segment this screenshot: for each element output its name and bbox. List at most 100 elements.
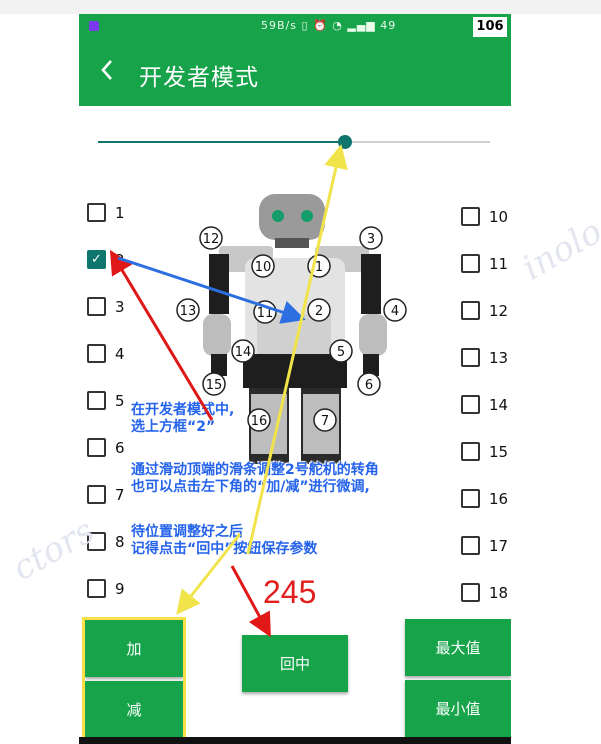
servo-checkbox-label: 8 bbox=[115, 532, 125, 551]
servo-bubble-label: 11 bbox=[257, 306, 274, 321]
servo-bubble-label: 4 bbox=[391, 304, 399, 319]
app-bar: 开发者模式 bbox=[79, 40, 511, 106]
max-value-button[interactable]: 最大值 bbox=[405, 619, 511, 676]
page-title: 开发者模式 bbox=[139, 65, 259, 91]
checkbox-box bbox=[87, 485, 106, 504]
servo-bubble-label: 10 bbox=[255, 260, 272, 275]
checkbox-box bbox=[461, 583, 480, 602]
servo-checkbox-10[interactable]: 10 bbox=[461, 207, 508, 226]
angle-value: 245 bbox=[263, 574, 317, 610]
min-value-button[interactable]: 最小值 bbox=[405, 680, 511, 737]
alarm-icon: ⏰ bbox=[313, 19, 328, 32]
signal-icon: ▂▄▆ bbox=[347, 19, 376, 32]
servo-checkbox-label: 11 bbox=[489, 254, 509, 273]
corner-badge: 106 bbox=[473, 17, 507, 37]
servo-checkbox-17[interactable]: 17 bbox=[461, 536, 508, 555]
back-button[interactable] bbox=[99, 58, 115, 87]
servo-bubble-label: 13 bbox=[180, 304, 197, 319]
checkbox-box bbox=[87, 203, 106, 222]
checkbox-box bbox=[461, 301, 480, 320]
checkbox-box bbox=[461, 489, 480, 508]
checkbox-box bbox=[461, 207, 480, 226]
servo-bubble-label: 6 bbox=[365, 378, 373, 393]
servo-bubble-14: 14 bbox=[231, 339, 255, 363]
servo-checkbox-5[interactable]: 5 bbox=[87, 391, 125, 410]
servo-bubble-label: 14 bbox=[235, 345, 252, 360]
servo-checkbox-label: 15 bbox=[489, 442, 509, 461]
wifi-icon: ◔ bbox=[332, 19, 343, 32]
servo-checkbox-label: 17 bbox=[489, 536, 509, 555]
servo-bubble-label: 2 bbox=[315, 304, 323, 319]
checkbox-box bbox=[461, 254, 480, 273]
network-speed: 59B/s bbox=[261, 19, 297, 32]
servo-checkbox-2[interactable]: ✓2 bbox=[87, 250, 125, 269]
minus-button[interactable]: 减 bbox=[85, 681, 183, 738]
servo-bubble-13: 13 bbox=[176, 298, 200, 322]
servo-checkbox-9[interactable]: 9 bbox=[87, 579, 125, 598]
plus-button[interactable]: 加 bbox=[85, 620, 183, 677]
status-bar: 59B/s ▯ ⏰ ◔ ▂▄▆ 49 106 bbox=[79, 14, 511, 40]
servo-checkbox-label: 16 bbox=[489, 489, 509, 508]
servo-checkbox-12[interactable]: 12 bbox=[461, 301, 508, 320]
servo-checkbox-16[interactable]: 16 bbox=[461, 489, 508, 508]
servo-checkbox-14[interactable]: 14 bbox=[461, 395, 508, 414]
servo-checkbox-label: 5 bbox=[115, 391, 125, 410]
servo-checkbox-label: 9 bbox=[115, 579, 125, 598]
phone-screen: 59B/s ▯ ⏰ ◔ ▂▄▆ 49 106 开发者模式 bbox=[79, 14, 511, 740]
servo-checkbox-label: 4 bbox=[115, 344, 125, 363]
servo-checkbox-18[interactable]: 18 bbox=[461, 583, 508, 602]
servo-checkbox-label: 13 bbox=[489, 348, 509, 367]
servo-bubble-15: 15 bbox=[202, 372, 226, 396]
annotation-step2-line2: 也可以点击左下角的“加/减”进行微调, bbox=[131, 479, 370, 495]
checkbox-box bbox=[87, 391, 106, 410]
servo-bubble-5: 5 bbox=[329, 339, 353, 363]
checkbox-box bbox=[461, 395, 480, 414]
servo-checkbox-11[interactable]: 11 bbox=[461, 254, 508, 273]
servo-checkbox-8[interactable]: 8 bbox=[87, 532, 125, 551]
annotation-step2: 通过滑动顶端的滑条调整2号舵机的转角 也可以点击左下角的“加/减”进行微调, bbox=[131, 462, 379, 496]
servo-checkbox-15[interactable]: 15 bbox=[461, 442, 508, 461]
checkbox-box bbox=[87, 297, 106, 316]
checkbox-box bbox=[461, 348, 480, 367]
vibrate-icon: ▯ bbox=[301, 19, 309, 32]
annotation-step1: 在开发者模式中, 选上方框“2” bbox=[131, 402, 234, 436]
checkbox-box bbox=[87, 579, 106, 598]
servo-bubble-12: 12 bbox=[199, 226, 223, 250]
servo-bubble-3: 3 bbox=[359, 226, 383, 250]
chevron-left-icon bbox=[101, 60, 112, 80]
servo-bubble-label: 15 bbox=[206, 378, 223, 393]
servo-checkbox-3[interactable]: 3 bbox=[87, 297, 125, 316]
servo-checkbox-13[interactable]: 13 bbox=[461, 348, 508, 367]
angle-slider-track[interactable] bbox=[98, 141, 490, 143]
annotation-step3-line1: 待位置调整好之后 bbox=[131, 524, 243, 540]
top-band bbox=[0, 0, 601, 14]
servo-bubble-11: 11 bbox=[253, 300, 277, 324]
servo-bubble-label: 3 bbox=[367, 232, 375, 247]
servo-checkbox-1[interactable]: 1 bbox=[87, 203, 125, 222]
servo-checkbox-label: 2 bbox=[115, 250, 125, 269]
servo-bubble-label: 12 bbox=[203, 232, 220, 247]
annotation-step1-line2: 选上方框“2” bbox=[131, 419, 216, 435]
servo-checkbox-label: 14 bbox=[489, 395, 509, 414]
angle-slider-fill bbox=[98, 141, 345, 143]
servo-checkbox-6[interactable]: 6 bbox=[87, 438, 125, 457]
servo-bubble-1: 1 bbox=[307, 254, 331, 278]
servo-checkbox-7[interactable]: 7 bbox=[87, 485, 125, 504]
annotation-step1-line1: 在开发者模式中, bbox=[131, 402, 235, 418]
servo-checkbox-4[interactable]: 4 bbox=[87, 344, 125, 363]
servo-checkbox-label: 7 bbox=[115, 485, 125, 504]
servo-checkbox-label: 18 bbox=[489, 583, 509, 602]
annotation-step3: 待位置调整好之后 记得点击“回中”按钮保存参数 bbox=[131, 524, 317, 558]
checkbox-box bbox=[87, 344, 106, 363]
watermark-right: inolo bbox=[515, 211, 601, 289]
servo-checkbox-label: 1 bbox=[115, 203, 125, 222]
checkbox-box bbox=[87, 532, 106, 551]
center-button[interactable]: 回中 bbox=[242, 635, 348, 692]
servo-bubble-4: 4 bbox=[383, 298, 407, 322]
app-notification-icon bbox=[89, 21, 99, 31]
plus-minus-highlight bbox=[82, 617, 186, 740]
battery-level: 49 bbox=[380, 19, 397, 32]
bottom-bar bbox=[79, 737, 511, 744]
servo-bubble-label: 7 bbox=[321, 414, 329, 429]
servo-bubble-label: 16 bbox=[251, 414, 268, 429]
